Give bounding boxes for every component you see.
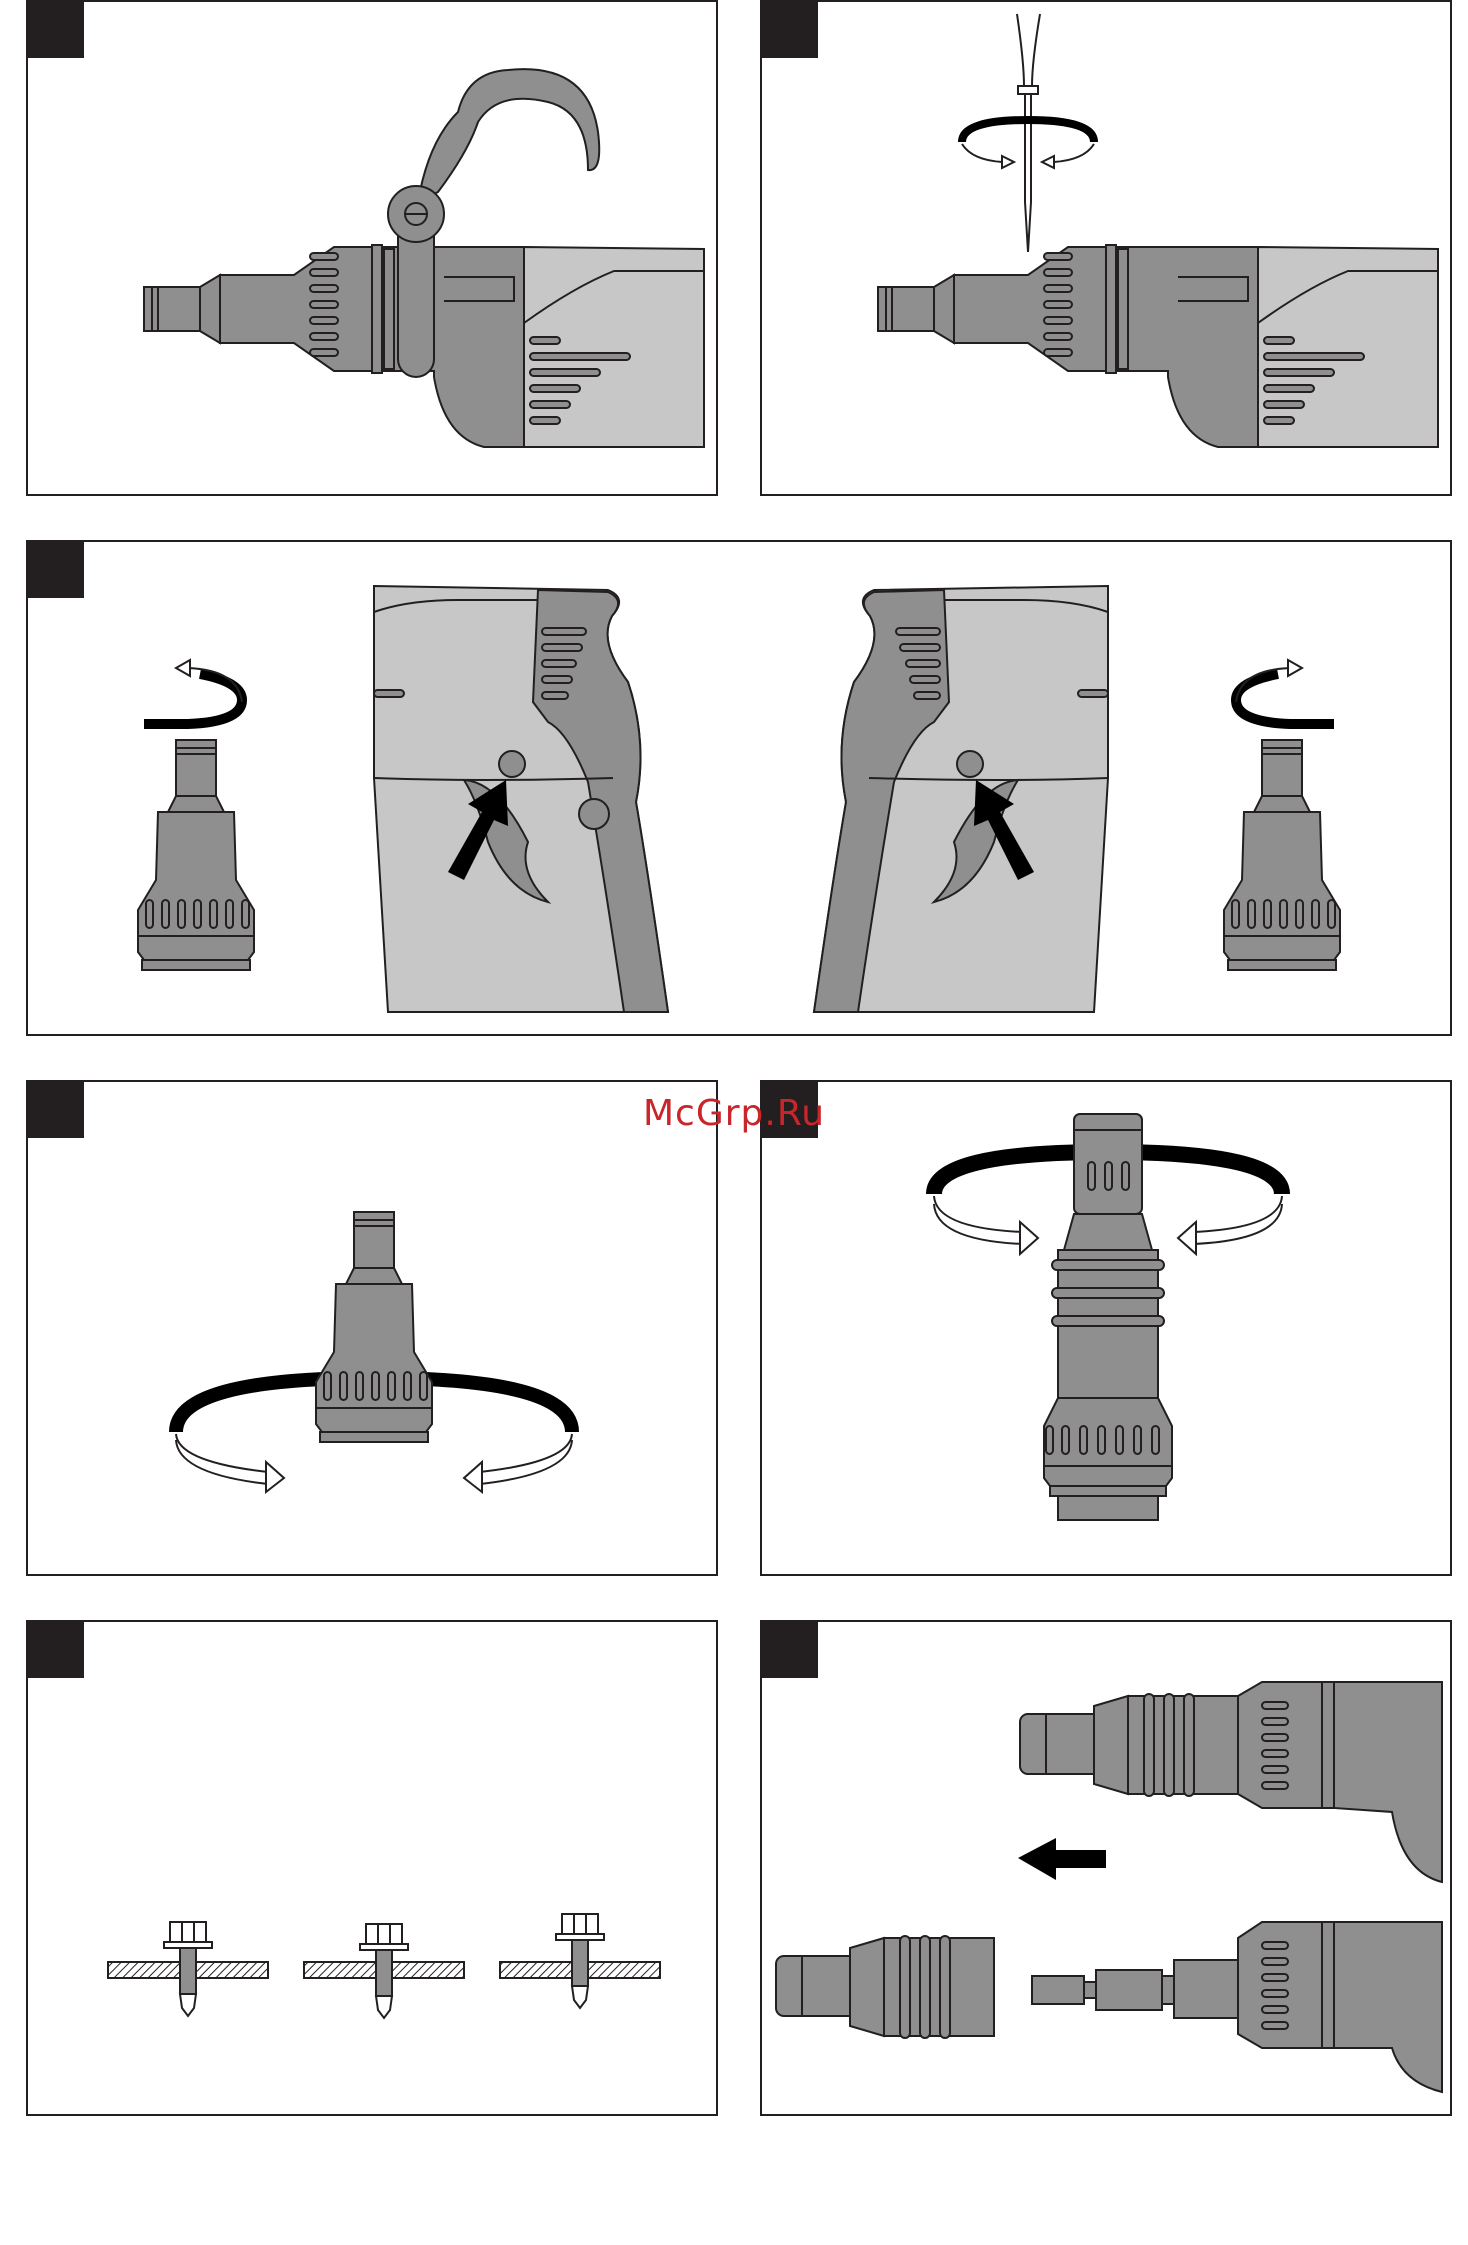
figure-panel-2	[760, 0, 1452, 496]
figure-panel-7	[760, 1620, 1452, 2116]
screw-depth-settings-illustration	[28, 1622, 718, 2116]
nosepiece-removal-illustration	[762, 1622, 1452, 2116]
figure-panel-1	[26, 0, 718, 496]
figure-panel-6	[26, 1620, 718, 2116]
depth-locator-lock-button-illustration	[28, 542, 1452, 1036]
drill-with-screwdriver-illustration	[762, 2, 1452, 496]
figure-panel-4	[26, 1080, 718, 1576]
figure-panel-5	[760, 1080, 1452, 1576]
figure-panel-3	[26, 540, 1452, 1036]
depth-collar-rotate-illustration	[762, 1082, 1452, 1576]
nosepiece-rotate-illustration	[28, 1082, 718, 1576]
drill-with-side-handle-illustration	[28, 2, 718, 496]
watermark-text: McGrp.Ru	[0, 1093, 1468, 1134]
